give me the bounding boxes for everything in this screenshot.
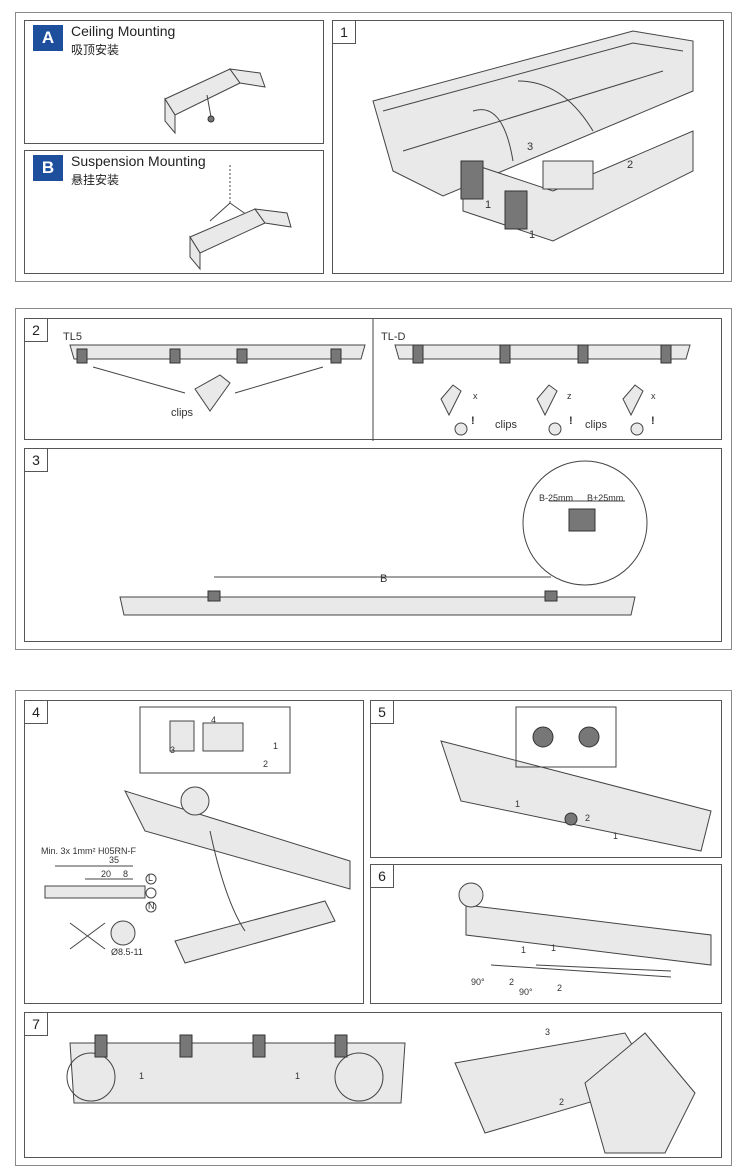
suspension-mounting-title-cn: 悬挂安装 xyxy=(71,173,120,187)
clip-step-2: 2 xyxy=(559,1097,565,1107)
arrow-label-1b: 1 xyxy=(529,229,536,241)
clips-label-c: clips xyxy=(585,419,608,431)
tld-label: TL-D xyxy=(381,331,406,343)
panel-3-bracket-spacing: 3 B B-25mm B+25mm xyxy=(24,448,722,642)
terminal-l: L xyxy=(148,873,154,883)
step-number-5: 5 xyxy=(371,701,394,724)
panel-1-wiring-access: 1 3 1 1 2 xyxy=(332,20,724,274)
step-number-1: 1 xyxy=(333,21,356,44)
step-letter-a: A xyxy=(33,25,63,51)
bracket-spacing-illustration xyxy=(119,460,648,616)
tube-step-2: 2 xyxy=(509,977,515,987)
dimension-plus-label: B+25mm xyxy=(587,493,624,503)
center-step-1b: 1 xyxy=(613,831,619,841)
strip-length-35: 35 xyxy=(109,855,120,865)
gland-step-1: 1 xyxy=(273,741,279,751)
panel-b-suspension-mounting: B Suspension Mounting 悬挂安装 xyxy=(24,150,324,274)
ceiling-bracket-illustration xyxy=(164,68,266,135)
suspension-mounting-title: Suspension Mounting xyxy=(71,153,206,169)
cable-spec-label: Min. 3x 1mm² H05RN-F xyxy=(41,846,137,856)
step-number-3: 3 xyxy=(25,449,48,472)
clips-label-b: clips xyxy=(495,419,518,431)
dimension-b-label: B xyxy=(380,573,388,585)
clip-step-3: 3 xyxy=(545,1027,551,1037)
clip-x-label-2: x xyxy=(651,391,656,401)
clip-x-label-1: x xyxy=(473,391,478,401)
step-number-2: 2 xyxy=(25,319,48,342)
fixture-open-illustration xyxy=(372,30,694,242)
arrow-label-3: 3 xyxy=(527,141,534,153)
clips-illustration xyxy=(69,319,691,441)
clip-z-label: z xyxy=(567,391,572,401)
tube-step-1: 1 xyxy=(521,945,527,955)
arrow-label-1a: 1 xyxy=(485,199,492,211)
cover-close-illustration xyxy=(66,1032,696,1154)
warning-mark-1: ! xyxy=(471,415,475,427)
step-number-7: 7 xyxy=(25,1013,48,1036)
arrow-label-2: 2 xyxy=(627,159,634,171)
step-number-6: 6 xyxy=(371,865,394,888)
gland-step-3: 3 xyxy=(170,745,176,755)
close-step-1: 1 xyxy=(139,1071,145,1081)
ceiling-mounting-title: Ceiling Mounting xyxy=(71,23,176,39)
panel-5-center-bracket: 5 1 2 1 xyxy=(370,700,722,858)
warning-mark-3: ! xyxy=(651,415,655,427)
strip-length-8: 8 xyxy=(123,869,129,879)
tube-install-illustration xyxy=(458,882,712,978)
panel-2-clips: 2 TL5 TL-D clips clips clips x z x ! ! ! xyxy=(24,318,722,441)
step-letter-b: B xyxy=(33,155,63,181)
clips-label-a: clips xyxy=(171,407,194,419)
rotate-90-label-a: 90° xyxy=(471,977,485,987)
center-bracket-illustration xyxy=(440,706,712,852)
terminal-n: N xyxy=(148,901,155,911)
warning-mark-2: ! xyxy=(569,415,573,427)
strip-length-20: 20 xyxy=(101,869,112,879)
rotate-90-label-b: 90° xyxy=(519,987,533,997)
panel-6-tube-install: 6 90° 90° 1 2 1 2 xyxy=(370,864,722,1004)
tube-step-1b: 1 xyxy=(551,943,557,953)
step-number-4: 4 xyxy=(25,701,48,724)
center-step-1: 1 xyxy=(515,799,521,809)
suspension-bracket-illustration xyxy=(189,165,292,271)
center-step-2: 2 xyxy=(585,813,591,823)
ceiling-mounting-title-cn: 吸顶安装 xyxy=(71,43,120,57)
gland-step-2: 2 xyxy=(263,759,269,769)
panel-7-cover-close: 7 1 1 2 3 xyxy=(24,1012,722,1158)
panel-a-ceiling-mounting: A Ceiling Mounting 吸顶安装 xyxy=(24,20,324,144)
gland-step-4: 4 xyxy=(211,715,217,725)
panel-4-cable-connection: 4 Min. 3x 1mm² H05RN-F 35 20 8 L N Ø8.5-… xyxy=(24,700,364,1004)
close-step-1b: 1 xyxy=(295,1071,301,1081)
dimension-minus-label: B-25mm xyxy=(539,493,574,503)
cable-diameter-label: Ø8.5-11 xyxy=(111,947,143,957)
tl5-label: TL5 xyxy=(63,331,82,343)
tube-step-2b: 2 xyxy=(557,983,563,993)
cable-connection-illustration xyxy=(44,706,351,964)
